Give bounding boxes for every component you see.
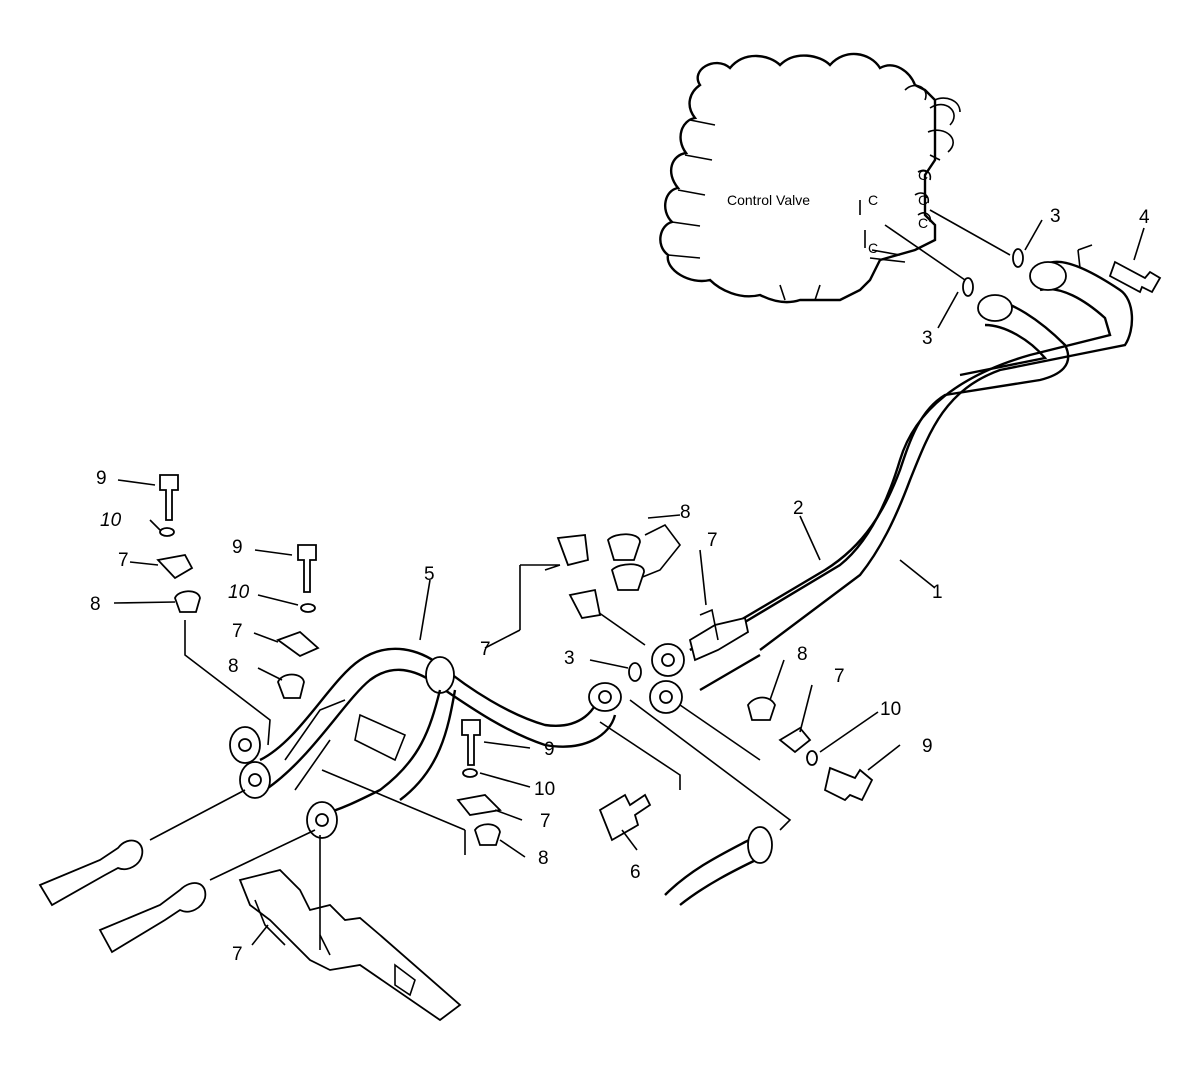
callout-7: 7 xyxy=(232,621,243,642)
o-ring xyxy=(1012,248,1024,268)
center-flanges xyxy=(649,608,761,714)
bolt-9 xyxy=(297,544,317,593)
bolt-9 xyxy=(159,474,179,521)
tube-5 xyxy=(259,647,622,817)
fitting xyxy=(98,882,207,954)
clamp-7 xyxy=(276,630,320,658)
bolt-9 xyxy=(461,719,481,766)
cushion-8 xyxy=(747,696,776,721)
washer-10 xyxy=(159,527,175,537)
callout-3: 3 xyxy=(922,328,933,349)
callout-6: 6 xyxy=(630,862,641,883)
callout-8: 8 xyxy=(228,656,239,677)
bolt-6 xyxy=(598,793,652,842)
tube-5-clamp xyxy=(425,656,455,694)
callout-7: 7 xyxy=(707,530,718,551)
port-mark-c: C xyxy=(918,167,928,183)
port-mark-c: C xyxy=(918,192,928,208)
clamp-7 xyxy=(556,534,589,567)
clamp-7 xyxy=(156,553,194,580)
callout-4: 4 xyxy=(1139,207,1150,228)
tube-2-flange xyxy=(977,294,1013,322)
control-valve-label: Control Valve xyxy=(727,192,810,208)
hardware-left xyxy=(156,474,320,699)
hose xyxy=(664,826,773,906)
port-mark-c: C xyxy=(918,215,928,231)
callout-8: 8 xyxy=(538,848,549,869)
callout-10: 10 xyxy=(534,779,555,800)
callout-8: 8 xyxy=(90,594,101,615)
cushion-8 xyxy=(474,823,501,846)
callout-7: 7 xyxy=(480,639,491,660)
callout-7: 7 xyxy=(540,811,551,832)
callout-9: 9 xyxy=(922,736,933,757)
hardware-right xyxy=(747,696,874,802)
callout-8: 8 xyxy=(680,502,691,523)
callout-9: 9 xyxy=(544,739,555,760)
cushion-8 xyxy=(610,563,645,591)
control-valve: Control Valve C C C C C xyxy=(659,52,961,304)
callout-7: 7 xyxy=(834,666,845,687)
callout-1: 1 xyxy=(932,582,943,603)
pipe-fittings xyxy=(38,789,316,954)
callout-5: 5 xyxy=(424,564,435,585)
callout-9: 9 xyxy=(96,468,107,489)
valve-leaders xyxy=(884,209,1011,281)
washer-10 xyxy=(300,603,316,613)
callout-10: 10 xyxy=(228,582,250,603)
cushion-8 xyxy=(174,590,201,613)
hardware-center xyxy=(456,533,652,846)
callout-10: 10 xyxy=(100,510,122,531)
bracket xyxy=(238,835,462,1022)
bolt-4 xyxy=(1108,260,1162,294)
clamp-7 xyxy=(568,588,602,619)
callout-3: 3 xyxy=(564,648,575,669)
clamp-7 xyxy=(456,794,502,816)
port-mark-c: C xyxy=(868,192,878,208)
clamp-7 xyxy=(778,726,812,754)
washer-10 xyxy=(806,750,818,766)
washer-10 xyxy=(462,768,478,778)
callout-10: 10 xyxy=(880,699,901,720)
callout-8: 8 xyxy=(797,644,808,665)
callout-2: 2 xyxy=(793,498,804,519)
tube-1-flange xyxy=(1029,261,1067,291)
callout-3: 3 xyxy=(1050,206,1061,227)
callout-9: 9 xyxy=(232,537,243,558)
callout-7: 7 xyxy=(118,550,129,571)
o-ring xyxy=(628,662,642,682)
fitting xyxy=(38,839,144,907)
tube-2 xyxy=(689,244,1093,652)
bolt-9 xyxy=(823,766,874,802)
cushion-8 xyxy=(277,673,305,699)
cushion-8 xyxy=(606,533,641,561)
clamp xyxy=(688,616,750,662)
port-mark-c: C xyxy=(868,240,878,256)
o-ring xyxy=(962,277,974,297)
callout-leaders xyxy=(113,219,1145,946)
hose-end xyxy=(747,826,773,864)
leader-lines xyxy=(184,523,792,855)
callout-7: 7 xyxy=(232,944,243,965)
callouts: 1 2 3 3 3 4 5 6 7 7 7 7 7 7 7 8 8 8 8 8 … xyxy=(90,206,1150,965)
left-flanges xyxy=(229,699,407,839)
